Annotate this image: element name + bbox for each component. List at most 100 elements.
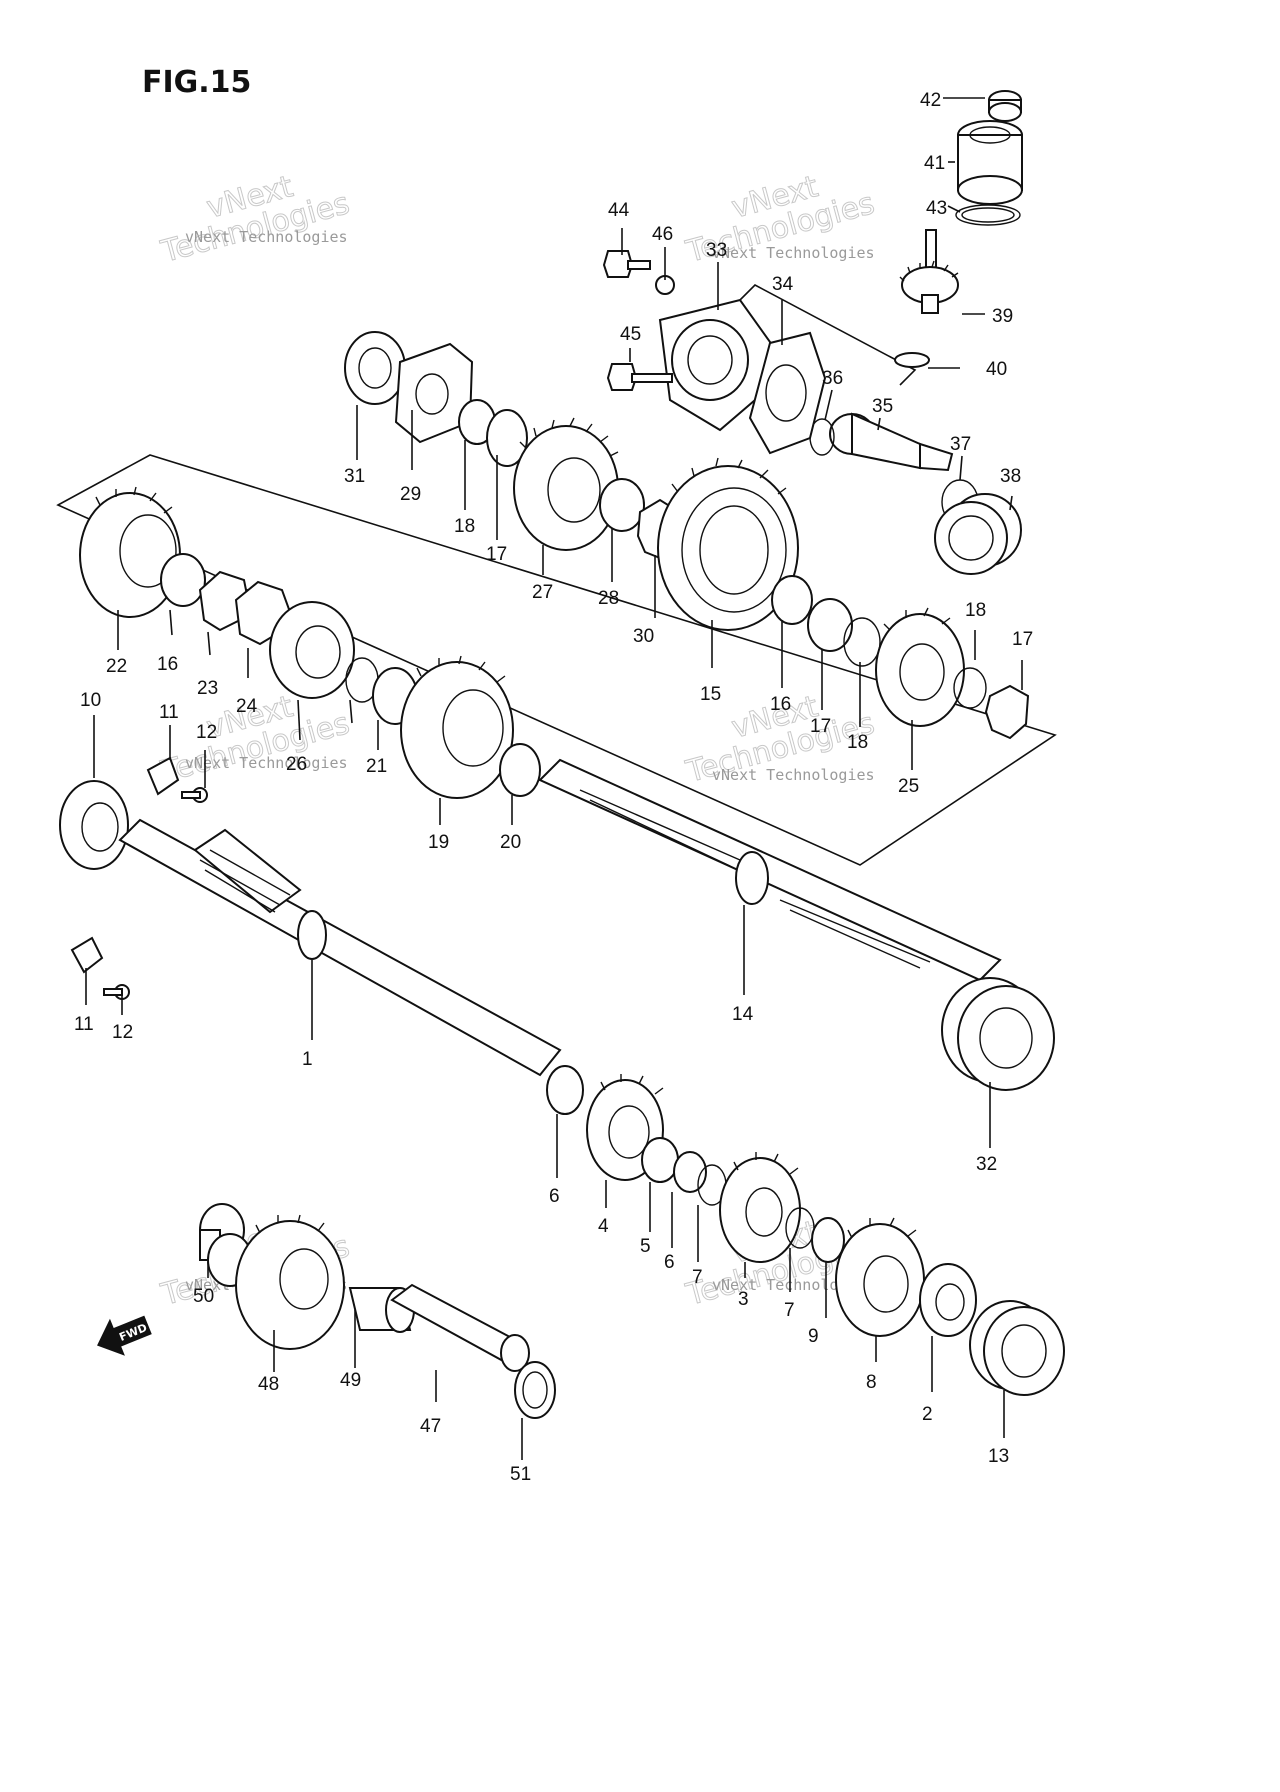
callout-50: 50 [193, 1286, 214, 1307]
bolt-45 [606, 363, 673, 391]
callout-7b: 7 [784, 1300, 795, 1321]
countershaft-14 [538, 758, 1002, 982]
callout-11a: 11 [159, 702, 179, 723]
bushing-16b [771, 575, 813, 625]
callout-46: 46 [652, 224, 673, 245]
callout-42: 42 [920, 90, 941, 111]
bearing-32 [941, 977, 1055, 1091]
callout-41: 41 [924, 153, 945, 174]
bushing-20 [499, 743, 541, 797]
speedometer-drive-gear [829, 412, 954, 472]
callout-18a: 18 [454, 516, 475, 537]
callout-20: 20 [500, 832, 521, 853]
callout-16b: 16 [770, 694, 791, 715]
callout-17b: 17 [810, 716, 831, 737]
callout-47: 47 [420, 1416, 441, 1437]
bearing-10 [59, 780, 129, 870]
gear-19 [400, 655, 514, 799]
watermark-company: vNext Technologies [185, 754, 348, 772]
callout-18b: 18 [847, 732, 868, 753]
callout-38: 38 [1000, 466, 1021, 487]
callout-27: 27 [532, 582, 553, 603]
callout-6b: 6 [664, 1252, 675, 1273]
callout-51: 51 [510, 1464, 531, 1485]
callout-21: 21 [366, 756, 387, 777]
callout-23: 23 [197, 678, 218, 699]
o-ring-43 [955, 204, 1021, 226]
callout-14: 14 [732, 1004, 754, 1025]
speedometer-bushing [957, 120, 1023, 205]
callout-44: 44 [608, 200, 630, 221]
bracket-11b [70, 936, 104, 974]
bolt-44 [602, 250, 651, 278]
mainshaft-1 [118, 818, 562, 1077]
callout-15: 15 [700, 684, 721, 705]
callout-17a: 17 [486, 544, 507, 565]
callout-24: 24 [236, 696, 258, 717]
speedometer-driven-gear [899, 229, 959, 314]
callout-19: 19 [428, 832, 449, 853]
watermark-company: vNext Technologies [712, 766, 875, 784]
callout-32: 32 [976, 1154, 997, 1175]
callout-1: 1 [302, 1049, 313, 1070]
gear-48 [235, 1214, 345, 1350]
watermark-company: vNext Technologies [185, 228, 348, 246]
callout-40: 40 [986, 359, 1007, 380]
gear-15 [657, 457, 799, 631]
bearing-31 [344, 331, 406, 405]
bushing-28 [599, 478, 645, 532]
leader-lines [85, 97, 1023, 1460]
bracket-11a [146, 756, 180, 796]
callout-34: 34 [772, 274, 794, 295]
callout-22: 22 [106, 656, 127, 677]
bearing-13 [969, 1300, 1065, 1396]
callout-12b: 12 [112, 1022, 133, 1043]
bushing-16a [160, 553, 206, 607]
callout-43: 43 [926, 198, 947, 219]
callout-29: 29 [400, 484, 421, 505]
fwd-arrow-icon: FWD [97, 1315, 152, 1356]
bearing-38 [934, 493, 1022, 575]
callout-10: 10 [80, 690, 101, 711]
callout-9: 9 [808, 1326, 819, 1347]
callout-5: 5 [640, 1236, 651, 1257]
watermark-company: vNext Technologies [712, 1276, 875, 1294]
callout-12a: 12 [196, 722, 217, 743]
gear-3 [719, 1152, 801, 1263]
washer-40 [894, 352, 930, 368]
callout-13b: 13 [988, 1446, 1009, 1467]
circlip-18b [843, 617, 881, 667]
callout-18c: 18 [965, 600, 986, 621]
callout-17c: 17 [1012, 629, 1033, 650]
gear-27 [513, 417, 619, 551]
washer-17c [984, 684, 1030, 740]
gear-26 [269, 601, 355, 699]
callout-4: 4 [598, 1216, 609, 1237]
gear-2 [919, 1263, 977, 1337]
callout-30: 30 [633, 626, 654, 647]
callout-26: 26 [286, 754, 307, 775]
bushing-5 [641, 1137, 679, 1183]
circlip-18c [953, 667, 987, 709]
callout-39: 39 [992, 306, 1013, 327]
callout-16a: 16 [157, 654, 178, 675]
callout-36: 36 [822, 368, 843, 389]
callout-48: 48 [258, 1374, 279, 1395]
gear-25 [875, 607, 965, 727]
callout-49: 49 [340, 1370, 361, 1391]
screw-12b [103, 984, 130, 1000]
oil-seal-cap [988, 90, 1022, 122]
washer-51 [514, 1361, 556, 1419]
callout-45: 45 [620, 324, 641, 345]
callout-11b: 11 [74, 1014, 94, 1035]
callout-2: 2 [922, 1404, 933, 1425]
washer-6a [546, 1065, 584, 1115]
watermark-company: vNext Technologies [712, 244, 875, 262]
callout-labels: 1 2 3 4 5 6 6 7 7 8 9 10 11 11 12 12 13 … [74, 90, 1033, 1485]
washer-51-inner [522, 1371, 548, 1409]
washer-9 [811, 1217, 845, 1263]
callout-8: 8 [866, 1372, 877, 1393]
callout-6a: 6 [549, 1186, 560, 1207]
gear-22 [79, 486, 181, 618]
